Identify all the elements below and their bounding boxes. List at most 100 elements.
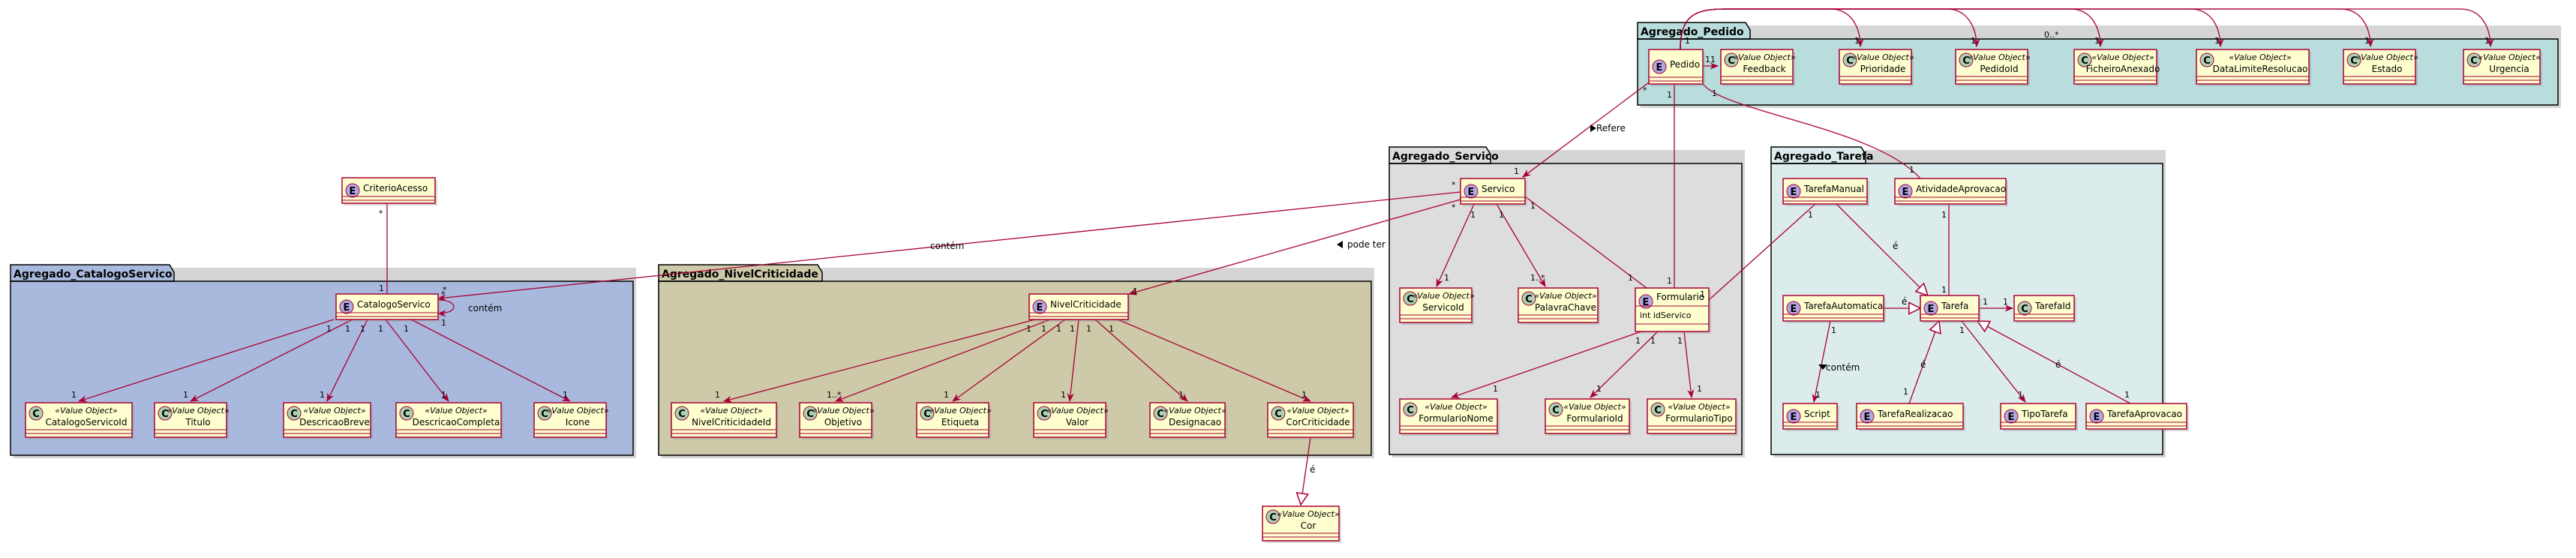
svg-text:C: C: [161, 409, 169, 420]
class-marker-icon: C: [1521, 291, 1536, 306]
class-datalimite[interactable]: C«Value Object»DataLimiteResolucao: [2196, 49, 2311, 86]
svg-text:E: E: [2094, 412, 2100, 423]
class-prioridade[interactable]: C«Value Object»Prioridade: [1839, 49, 1914, 86]
class-valor[interactable]: C«Value Object»Valor: [1033, 402, 1109, 440]
link-tarefaaprovacao-tarefa: [1977, 321, 2131, 404]
multiplicity: *: [443, 285, 447, 295]
svg-text:C: C: [2021, 304, 2028, 315]
multiplicity: 1..*: [1530, 273, 1545, 283]
class-marker-icon: C: [2017, 301, 2032, 316]
package-catalogo-title: Agregado_CatalogoServico: [14, 268, 173, 280]
class-designacao[interactable]: C«Value Object»Designacao: [1149, 402, 1227, 440]
class-name: Objetivo: [824, 417, 862, 428]
stereotype-label: «Value Object»: [1277, 509, 1339, 519]
multiplicity: 1: [1596, 384, 1602, 394]
class-nivelcriticidadeid[interactable]: C«Value Object»NivelCriticidadeId: [671, 402, 779, 440]
is-a-label-tarefamanual: é: [1893, 241, 1898, 251]
multiplicity: 1: [1635, 336, 1641, 346]
class-name: ServicoId: [1422, 302, 1464, 313]
svg-text:E: E: [1037, 302, 1043, 314]
multiplicity: 1: [715, 390, 720, 400]
multiplicity: 1: [1815, 390, 1821, 400]
class-name: DataLimiteResolucao: [2213, 64, 2308, 74]
multiplicity: 1: [1086, 324, 1091, 334]
svg-text:E: E: [1791, 187, 1797, 198]
link-catalogoservico-descricaocompleta: [385, 319, 449, 402]
class-formularioid[interactable]: C«Value Object»FormularioId: [1545, 398, 1632, 436]
class-name: TarefaRealizacao: [1877, 409, 1953, 419]
class-corcriticidade[interactable]: C«Value Object»CorCriticidade: [1267, 402, 1356, 440]
class-marker-icon: C: [1403, 402, 1418, 417]
class-objetivo[interactable]: C«Value Object»Objetivo: [799, 402, 875, 440]
refere-label: Refere: [1596, 123, 1626, 134]
multiplicity: 1: [944, 390, 949, 400]
class-etiqueta[interactable]: C«Value Object»Etiqueta: [916, 402, 992, 440]
class-descricaobreve[interactable]: C«Value Object»DescricaoBreve: [283, 402, 373, 440]
class-servicoid[interactable]: C«Value Object»ServicoId: [1399, 287, 1475, 325]
class-name: Formulario: [1656, 292, 1704, 302]
class-marker-icon: C: [1271, 406, 1286, 421]
class-formulariotipo[interactable]: C«Value Object»FormularioTipo: [1647, 398, 1738, 436]
class-cor[interactable]: C«Value Object»Cor: [1262, 506, 1341, 543]
class-catalogoservicoid[interactable]: C«Value Object»CatalogoServicoId: [25, 402, 134, 440]
svg-text:C: C: [1525, 294, 1533, 305]
class-descricaocompleta[interactable]: C«Value Object»DescricaoCompleta: [395, 402, 503, 440]
class-name: TarefaAutomatica: [1803, 301, 1883, 311]
class-pedidoid[interactable]: C«Value Object»PedidoId: [1955, 49, 2031, 86]
multiplicity: 1: [2364, 36, 2370, 46]
multiplicity: 1: [563, 390, 568, 400]
stereotype-label: «Value Object»: [425, 406, 487, 416]
class-feedback[interactable]: C«Value Object»Feedback: [1720, 49, 1796, 86]
class-ficheiroanexado[interactable]: C«Value Object»FicheiroAnexado: [2073, 49, 2160, 86]
stereotype-label: «Value Object»: [2091, 52, 2154, 62]
multiplicity: 1: [1493, 384, 1498, 394]
class-icone[interactable]: C«Value Object»Icone: [533, 402, 609, 440]
multiplicity: 1: [320, 390, 325, 400]
svg-text:C: C: [1846, 56, 1854, 67]
entity-marker-icon: E: [1638, 294, 1653, 309]
stereotype-label: «Value Object»: [1968, 52, 2030, 62]
package-nivel-title: Agregado_NivelCriticidade: [662, 268, 818, 280]
contem-label-script: contém: [1826, 362, 1860, 373]
class-formularionome[interactable]: C«Value Object»FormularioNome: [1399, 398, 1500, 436]
entity-marker-icon: E: [1786, 409, 1801, 424]
class-urgencia[interactable]: C«Value Object»Urgencia: [2463, 49, 2542, 86]
stereotype-label: «Value Object»: [1286, 406, 1349, 416]
class-titulo[interactable]: C«Value Object»Titulo: [154, 402, 230, 440]
svg-text:E: E: [2008, 412, 2015, 423]
class-name: Titulo: [185, 417, 210, 428]
class-marker-icon: C: [1265, 509, 1280, 524]
is-a-label-tarefarealizacao: é: [1920, 359, 1926, 370]
svg-text:E: E: [1791, 304, 1797, 315]
package-tarefa-title: Agregado_Tarefa: [1774, 151, 1874, 163]
class-name: FormularioNome: [1419, 413, 1494, 424]
class-tarefaautomatica[interactable]: E TarefaAutomatica: [1782, 295, 1886, 323]
multiplicity: 1: [1650, 336, 1656, 346]
class-name: PedidoId: [1980, 64, 2018, 74]
svg-text:E: E: [1928, 304, 1935, 315]
svg-text:E: E: [1643, 297, 1650, 308]
class-estado[interactable]: C«Value Object»Estado: [2343, 49, 2418, 86]
stereotype-label: «Value Object»: [1412, 291, 1474, 301]
class-marker-icon: C: [399, 406, 414, 421]
entity-marker-icon: E: [1786, 184, 1801, 199]
multiplicity: 1: [1685, 36, 1690, 46]
class-palavrachave[interactable]: C«Value Object»PalavraChave: [1518, 287, 1600, 325]
class-marker-icon: C: [29, 406, 44, 421]
link-formulario-formularionome: [1450, 331, 1642, 398]
